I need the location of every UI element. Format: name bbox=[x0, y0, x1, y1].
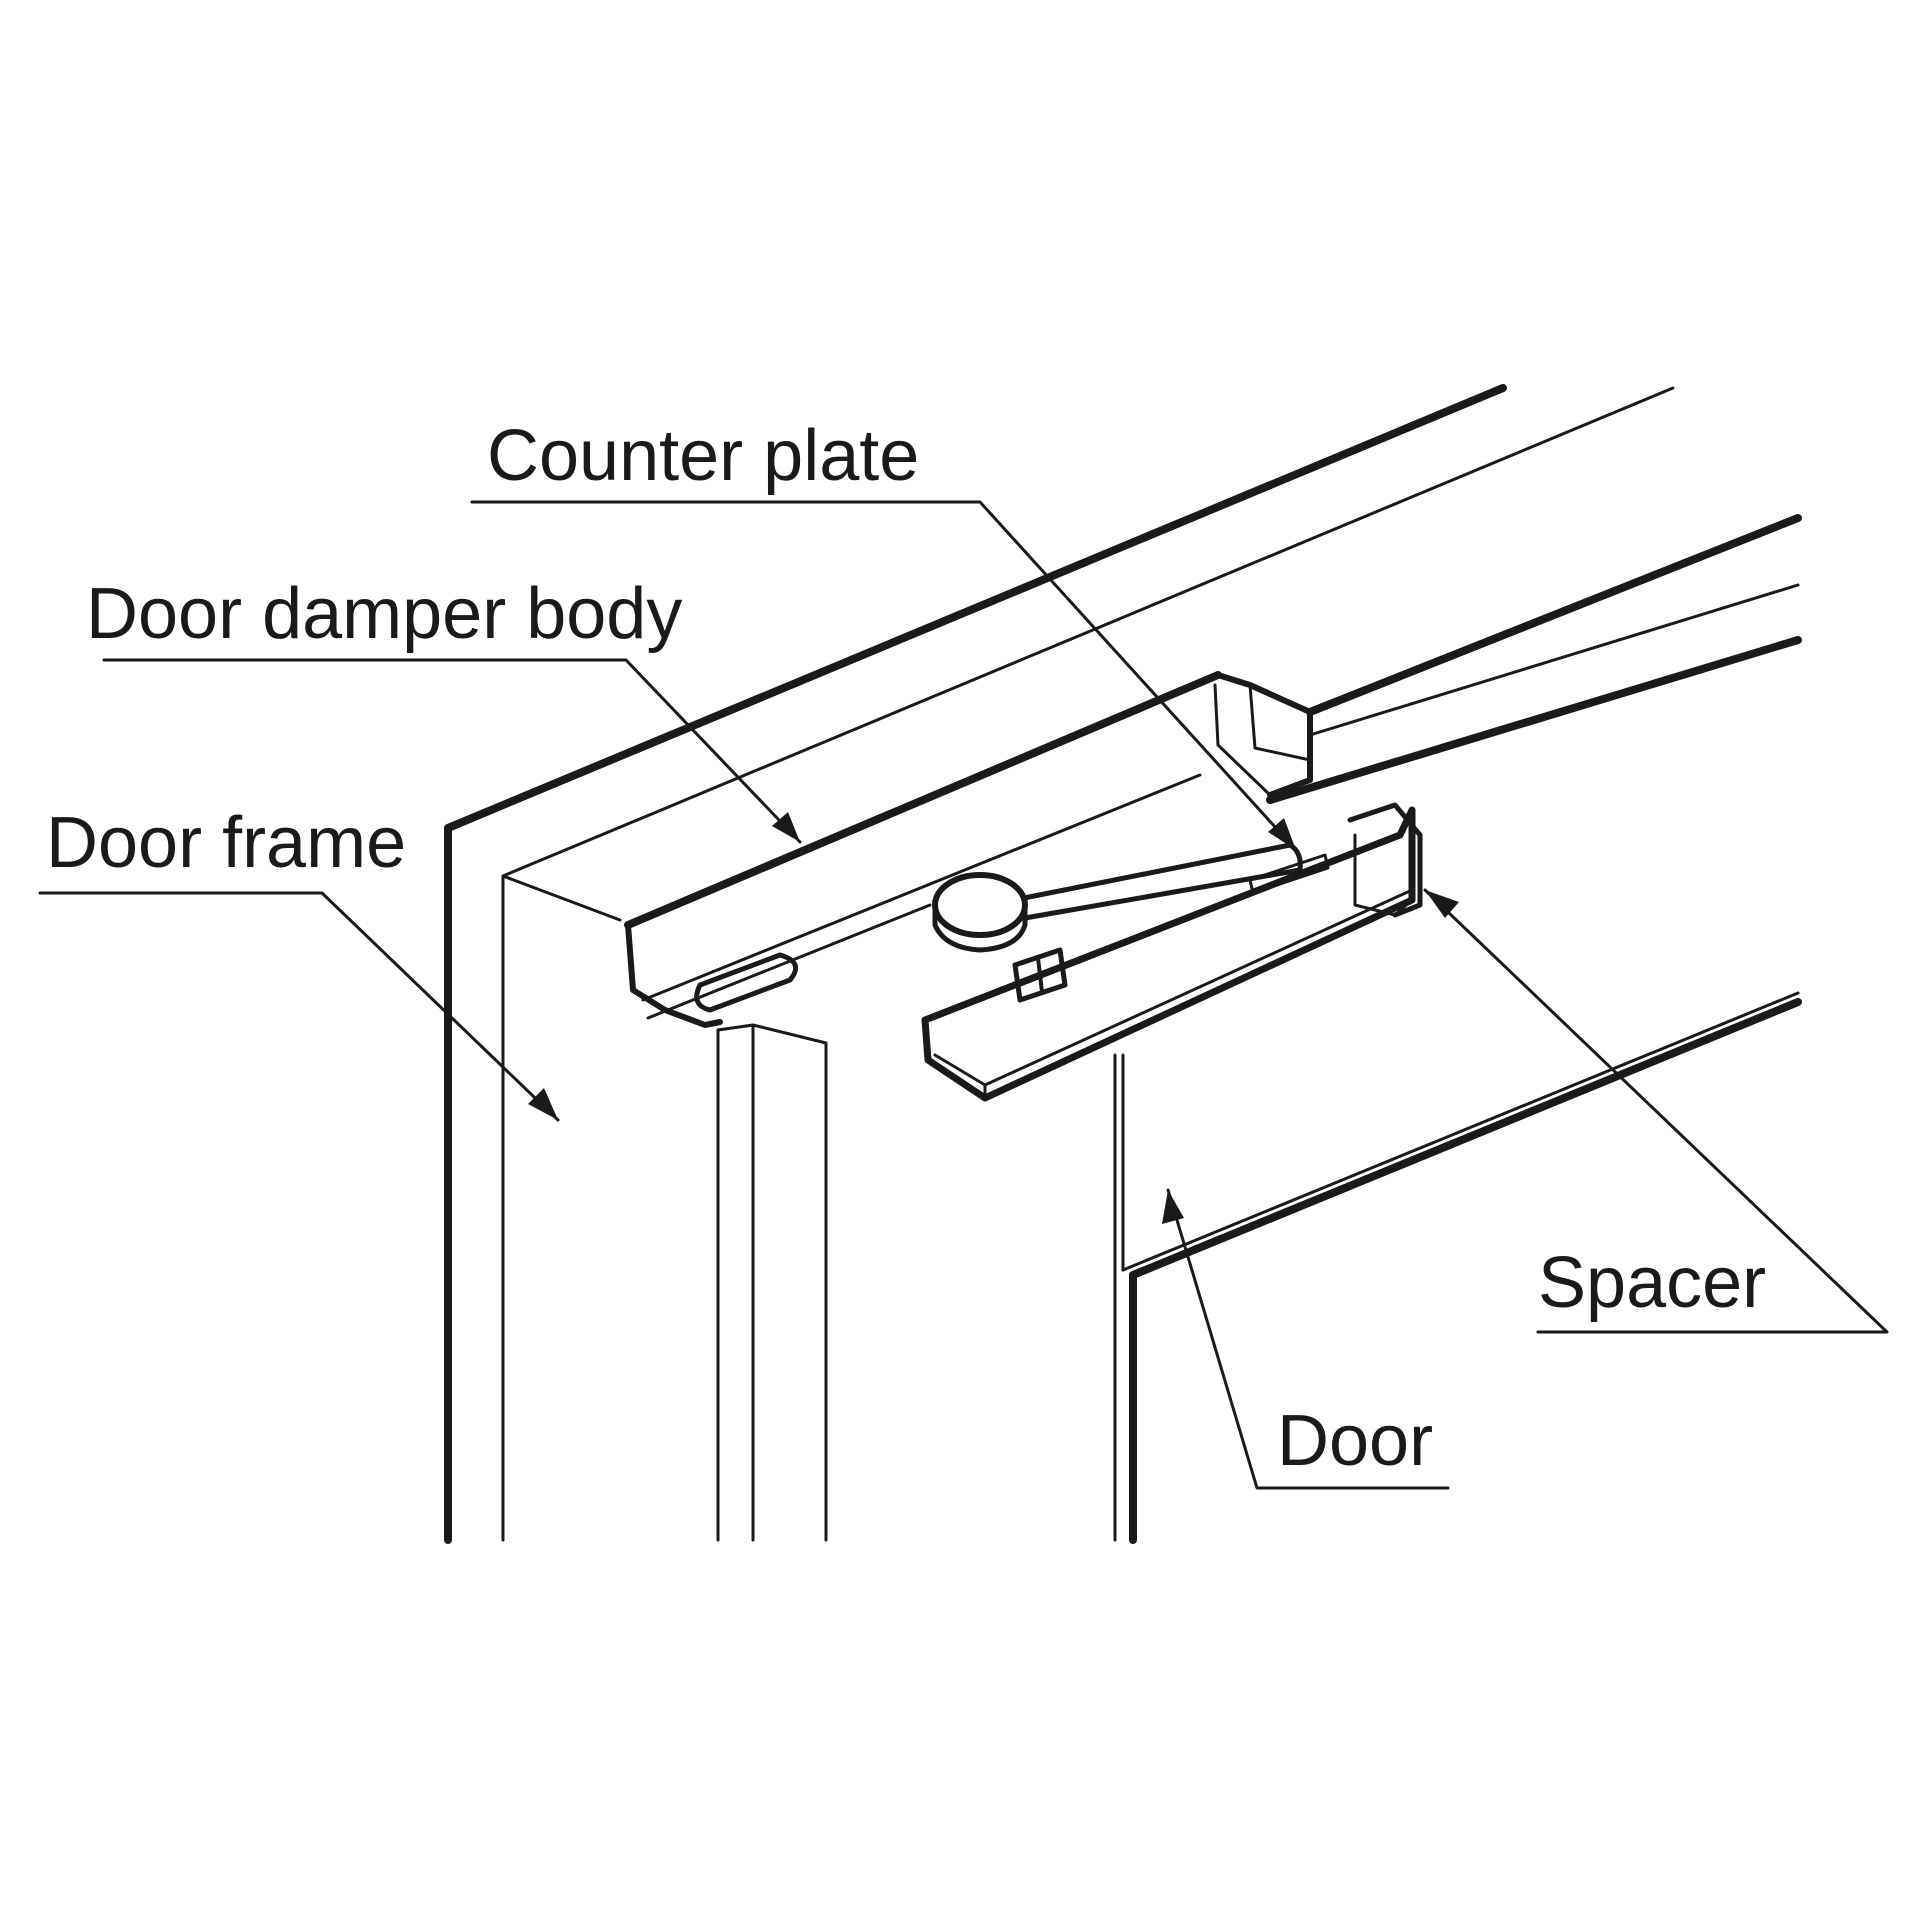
counter-plate-label: Counter plate bbox=[487, 416, 920, 496]
spacer-arrowhead bbox=[1425, 890, 1459, 918]
leader-arrowheads bbox=[528, 812, 1459, 1224]
spacer-label: Spacer bbox=[1538, 1243, 1767, 1323]
door-frame-arrowhead bbox=[528, 1088, 558, 1120]
door-damper-body-label: Door damper body bbox=[86, 574, 683, 654]
door-damper-body-leader bbox=[102, 658, 802, 844]
counter-plate-drawing bbox=[921, 802, 1423, 1102]
door-head-rails bbox=[1266, 514, 1802, 804]
leader-lines bbox=[38, 500, 1889, 1490]
spacer-leader bbox=[1423, 888, 1889, 1334]
counter-plate-leader bbox=[470, 500, 1298, 852]
door-frame-drawing bbox=[444, 384, 1675, 1544]
door-damper-body-arrowhead bbox=[772, 812, 800, 842]
door-arrowhead bbox=[1162, 1190, 1184, 1224]
door-damper-body-drawing bbox=[624, 671, 1313, 1028]
door-label: Door bbox=[1277, 1401, 1434, 1481]
counter-plate-arrowhead bbox=[1268, 818, 1296, 850]
door-frame-label: Door frame bbox=[46, 803, 407, 883]
door-frame-leader bbox=[38, 891, 560, 1122]
door-drawing bbox=[1113, 991, 1802, 1544]
door-leader bbox=[1166, 1188, 1450, 1490]
